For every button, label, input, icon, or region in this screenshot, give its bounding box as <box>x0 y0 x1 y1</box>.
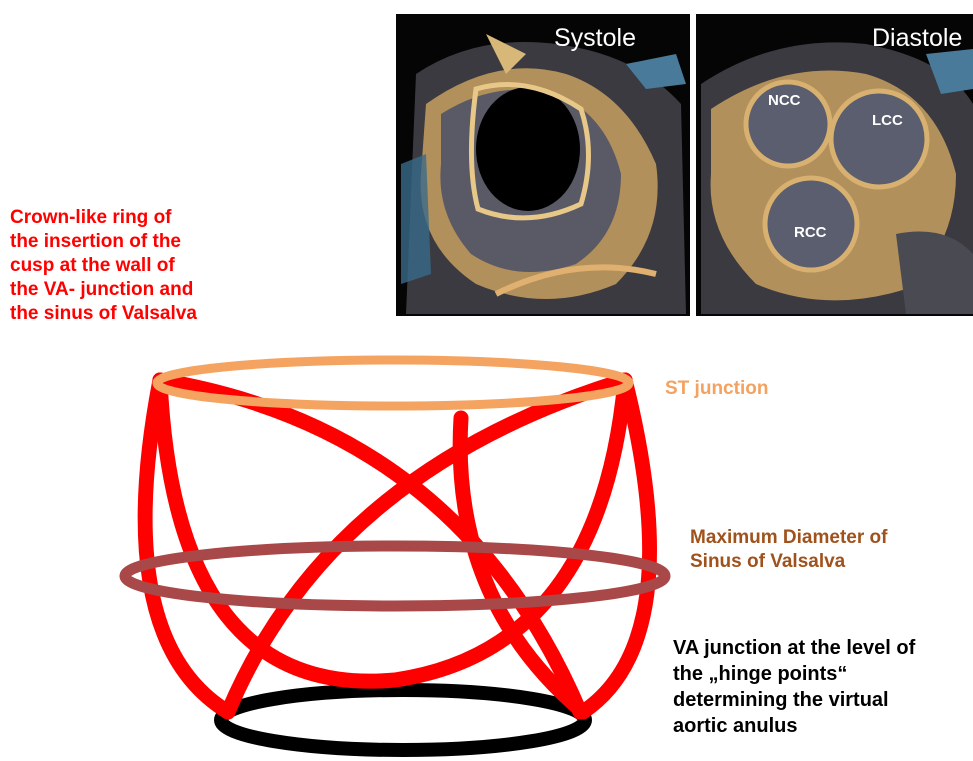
crown-annotation-line: the insertion of the <box>10 230 197 254</box>
va-junction-line: determining the virtual <box>673 687 915 713</box>
crown-annotation: Crown-like ring of the insertion of the … <box>10 206 197 326</box>
crown-annotation-line: the VA- junction and <box>10 278 197 302</box>
st-junction-ring <box>157 360 629 406</box>
va-junction-line: aortic anulus <box>673 713 915 739</box>
va-junction-line: VA junction at the level of <box>673 635 915 661</box>
max-diameter-line: Maximum Diameter of <box>690 526 887 550</box>
max-diameter-annotation: Maximum Diameter of Sinus of Valsalva <box>690 526 887 574</box>
crown-lower-arc <box>160 380 625 681</box>
va-junction-line: the „hinge points“ <box>673 661 915 687</box>
crown-annotation-line: Crown-like ring of <box>10 206 197 230</box>
va-junction-ring <box>221 690 585 750</box>
max-diameter-line: Sinus of Valsalva <box>690 550 887 574</box>
st-junction-annotation: ST junction <box>665 377 768 401</box>
crown-annotation-line: the sinus of Valsalva <box>10 302 197 326</box>
crown-annotation-line: cusp at the wall of <box>10 254 197 278</box>
st-junction-label: ST junction <box>665 377 768 401</box>
va-junction-annotation: VA junction at the level of the „hinge p… <box>673 635 915 739</box>
